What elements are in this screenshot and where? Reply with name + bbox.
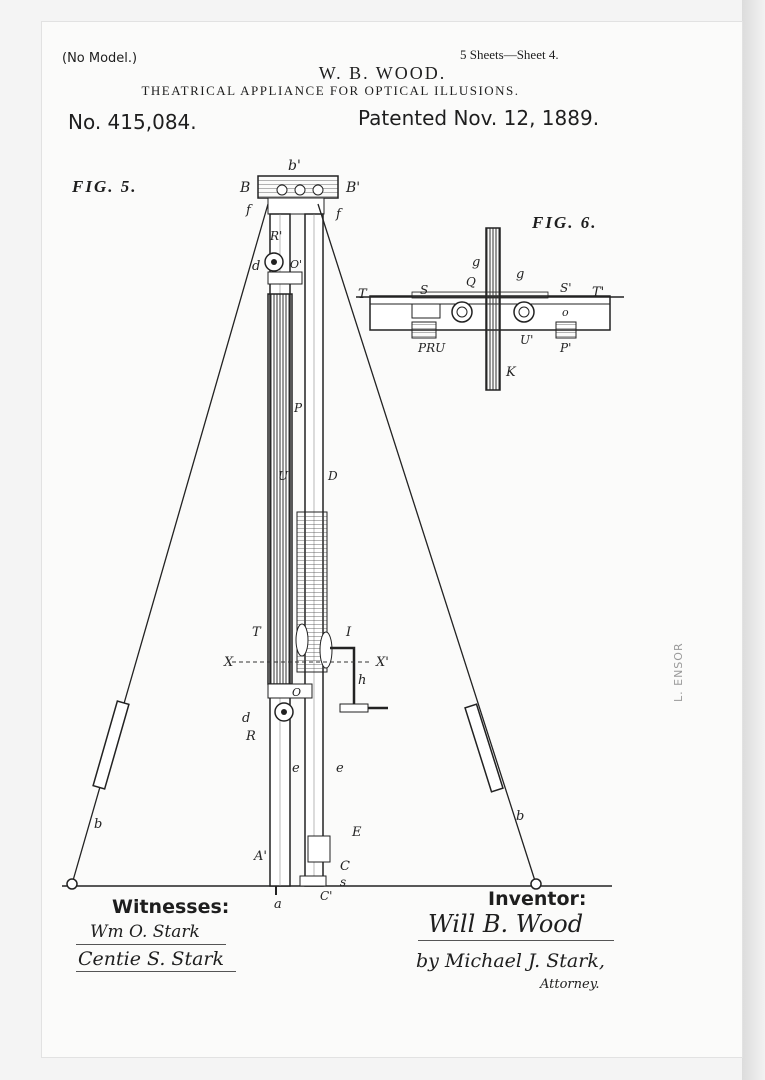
crank-handle xyxy=(330,646,388,710)
label-B-prime: B' xyxy=(345,180,360,196)
label-h: h xyxy=(358,673,366,688)
sheet-number: 5 Sheets—Sheet 4. xyxy=(460,47,559,62)
patent-sheet xyxy=(42,22,742,1057)
witnesses-heading: Witnesses: xyxy=(112,896,230,918)
fig6-label-S-prime: S' xyxy=(560,281,572,295)
witness-line-1 xyxy=(76,944,226,945)
label-R-prime: R' xyxy=(269,229,282,243)
label-E: E xyxy=(351,825,362,840)
turnbuckle-left xyxy=(92,700,130,790)
fig6-label-T: T xyxy=(358,287,368,302)
fig6-label-PRU: PRU xyxy=(417,341,446,355)
label-e-left: e xyxy=(292,761,300,776)
label-O-prime: O' xyxy=(290,258,302,271)
fig6-label-U-prime: U' xyxy=(520,333,533,347)
no-model-note: (No Model.) xyxy=(62,51,138,66)
label-b-right: b xyxy=(516,809,524,824)
label-T: T xyxy=(252,625,262,640)
fig6-label-S: S xyxy=(420,283,428,297)
label-d-bottom: d xyxy=(242,711,250,726)
fig5-label: FIG. 5. xyxy=(72,177,138,196)
label-C-prime: C' xyxy=(320,889,332,903)
stamp-text: L. ENSOR xyxy=(672,642,685,702)
archive-stamp: L. ENSOR xyxy=(672,622,688,702)
fig6-label-K: K xyxy=(505,365,517,380)
label-f-right: f xyxy=(335,207,343,222)
inventor-signature: Will B. Wood xyxy=(428,910,584,938)
label-U: U xyxy=(278,469,289,483)
label-s: s xyxy=(340,875,346,889)
fig6-label-P-prime: P' xyxy=(559,341,571,355)
label-a: a xyxy=(274,897,282,912)
witness-line-2 xyxy=(76,971,236,972)
label-b-left: b xyxy=(94,817,102,832)
label-R: R xyxy=(245,729,256,744)
label-d-top: d xyxy=(252,259,260,274)
label-O: O xyxy=(292,686,301,699)
label-b-top: b' xyxy=(288,158,301,174)
label-f-left: f xyxy=(245,203,253,218)
inventor-heading: Inventor: xyxy=(488,888,587,910)
fig6-label-g: g xyxy=(472,255,480,270)
patent-date: Patented Nov. 12, 1889. xyxy=(358,106,600,130)
label-X: X xyxy=(223,655,234,670)
attorney-role: Attorney. xyxy=(540,977,600,992)
patent-title: THEATRICAL APPLIANCE FOR OPTICAL ILLUSIO… xyxy=(141,83,520,98)
fig6-label-o: o xyxy=(562,306,569,319)
label-C: C xyxy=(340,859,350,874)
fig6-label: FIG. 6. xyxy=(532,213,598,232)
label-D: D xyxy=(327,469,338,483)
patent-number: No. 415,084. xyxy=(68,110,197,134)
label-A-prime: A' xyxy=(253,849,267,864)
fig6-label-g2: g xyxy=(516,267,524,282)
fig6-shaft xyxy=(485,227,501,391)
fig6-label-T-prime: T' xyxy=(592,285,604,300)
inventor-line xyxy=(418,940,614,941)
inventor-name-header: W. B. WOOD. xyxy=(318,63,447,83)
page-edge-shadow xyxy=(742,0,765,1080)
attorney-signature: by Michael J. Stark, xyxy=(416,950,605,972)
label-X-prime: X' xyxy=(375,655,389,670)
label-B: B xyxy=(239,180,250,196)
witness-signature-2: Centie S. Stark xyxy=(78,948,225,970)
label-P: P xyxy=(293,401,303,415)
scroll-cylinder xyxy=(267,293,293,685)
turnbuckle-right xyxy=(464,703,504,793)
guy-wire-right xyxy=(317,203,537,885)
fig6-label-Q: Q xyxy=(466,275,476,289)
label-I: I xyxy=(345,625,352,640)
label-e-right: e xyxy=(336,761,344,776)
witness-signature-1: Wm O. Stark xyxy=(90,922,200,942)
